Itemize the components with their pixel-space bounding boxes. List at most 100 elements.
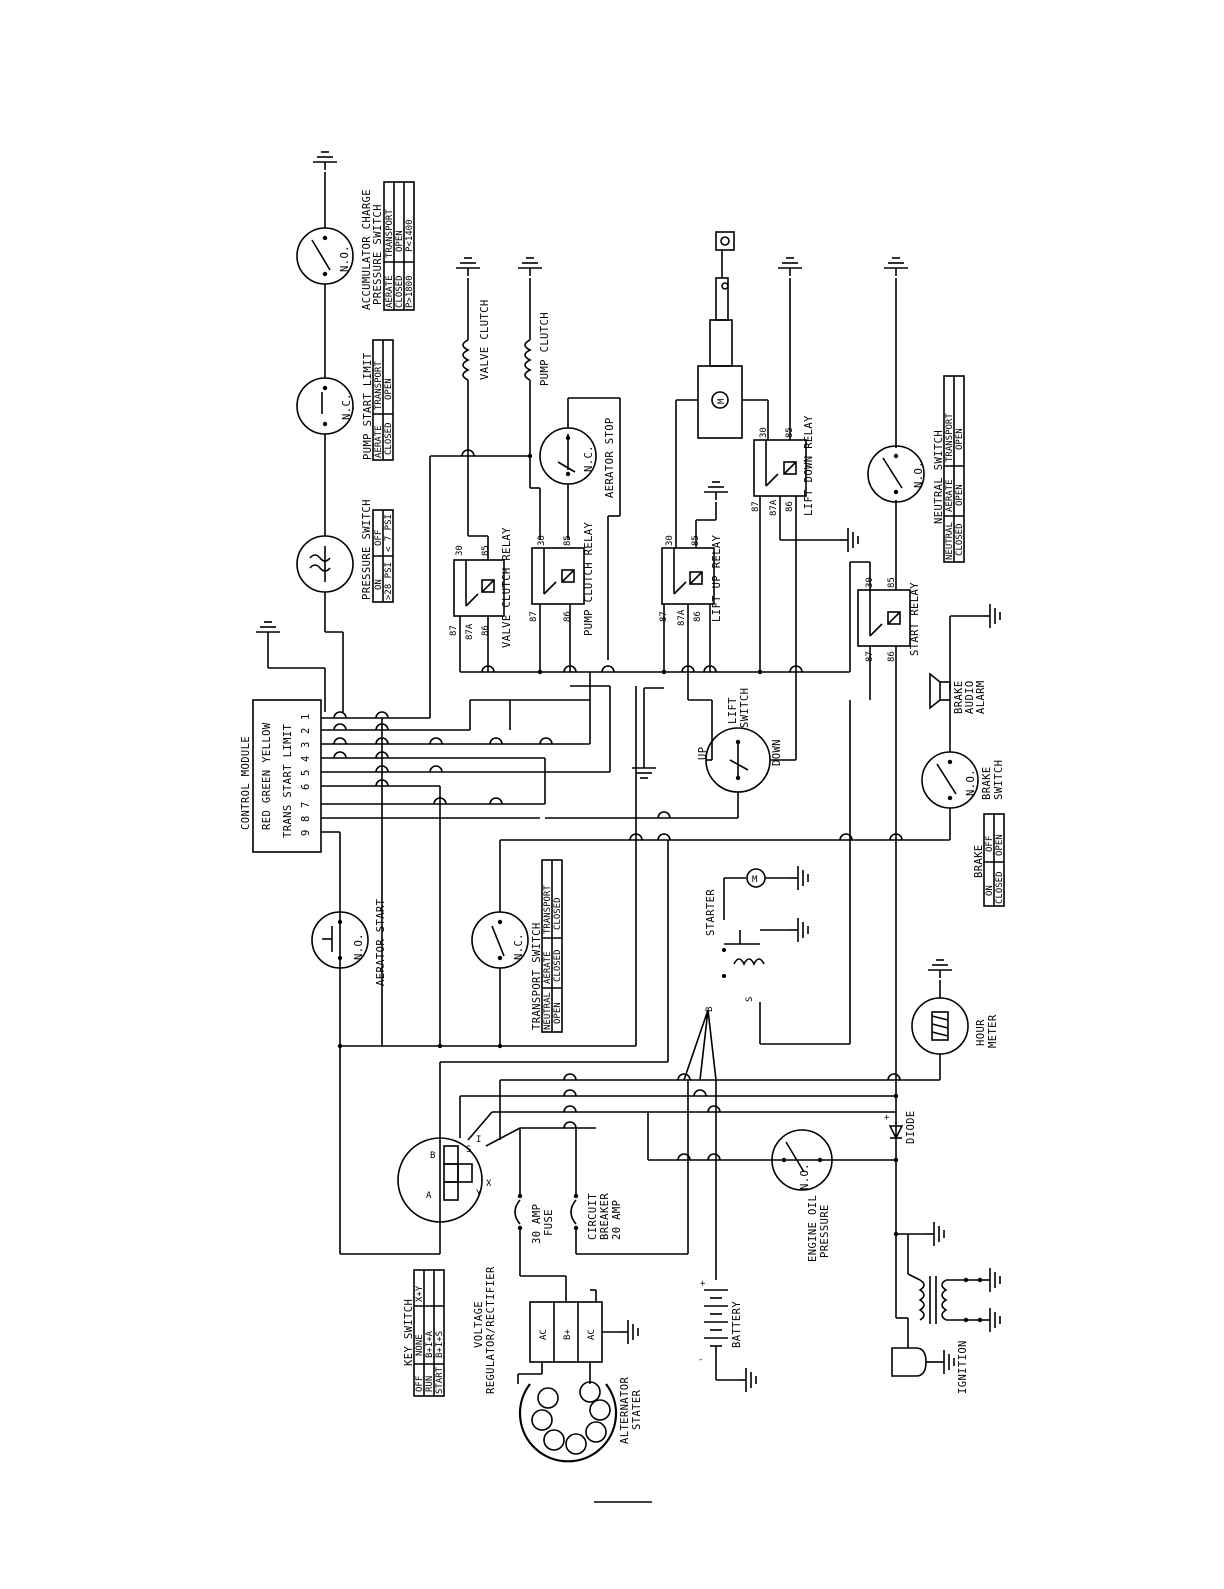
neutral-switch: N.O. [867,445,925,503]
svg-text:OFF: OFF [374,530,384,546]
starter: M B S [705,865,809,1012]
svg-text:NONE: NONE [415,1334,425,1356]
svg-text:+: + [700,1279,706,1289]
pin-9: 9 [300,829,312,836]
svg-text:ON: ON [374,579,384,590]
svg-text:OPEN: OPEN [384,378,394,400]
aerator-stop-state: N.C. [583,445,595,472]
svg-text:87: 87 [449,625,459,636]
svg-text:OPEN: OPEN [995,834,1005,856]
svg-text:86: 86 [785,501,795,512]
valve-clutch-relay: 30 85 87 87A 86 [449,545,505,640]
svg-text:AC: AC [539,1329,549,1340]
svg-text:20 AMP: 20 AMP [611,1200,623,1240]
pin-3: 3 [300,741,312,748]
pump-clutch-relay-label: PUMP CLUTCH RELAY [583,521,595,636]
svg-text:86: 86 [563,611,573,622]
svg-text:CLOSED: CLOSED [553,949,563,982]
battery: + - [698,1279,728,1365]
svg-text:TRANSPORT: TRANSPORT [374,361,384,410]
svg-text:SWITCH: SWITCH [993,760,1005,800]
lift-switch-up: UP [697,747,709,760]
pump-clutch-label: PUMP CLUTCH [539,312,551,386]
aerator-stop-switch: N.C. [539,427,597,485]
svg-text:A: A [426,1191,432,1201]
svg-text:ALTERNATOR: ALTERNATOR [619,1377,631,1444]
svg-text:Y: Y [476,1189,482,1199]
accumulator-switch: N.O. [296,227,354,285]
svg-text:86: 86 [481,625,491,636]
engine-oil-state: N.O. [799,1163,811,1190]
svg-text:M: M [717,398,727,404]
svg-text:X: X [486,1179,492,1189]
pump-start-limit-label: PUMP START LIMIT [362,352,374,460]
pin-8: 8 [300,815,312,822]
svg-text:CLOSED: CLOSED [384,422,394,455]
accumulator-label-1: ACCUMULATOR CHARGE [361,189,373,310]
lift-up-relay: 30 85 87 87A 86 [659,535,715,626]
diode-label: DIODE [905,1110,917,1144]
pressure-switch-table: ON OFF >28 PSI < 7 PSI [372,509,394,603]
svg-text:87A: 87A [465,623,475,640]
valve-clutch-coil [462,339,470,381]
key-switch: B A S I Y X [397,1135,492,1223]
pin-1: 1 [300,713,312,720]
transport-switch-label: TRANSPORT SWITCH [531,922,543,1030]
circuit-breaker [570,1193,579,1231]
aerator-start-switch: N.O. [311,911,369,969]
svg-text:I: I [476,1135,481,1145]
svg-text:86: 86 [887,651,897,662]
svg-text:AERATE: AERATE [385,275,395,308]
svg-text:87A: 87A [677,609,687,626]
module-pin-wires [321,711,610,833]
diode: + [884,1112,904,1160]
pump-start-limit-state: N.C. [341,393,353,420]
brake-table: BRAKE ON OFF CLOSED OPEN [973,813,1005,907]
fuse-30-amp [514,1193,523,1231]
accumulator-label-2: PRESSURE SWITCH [372,204,384,305]
svg-text:M: M [752,875,758,885]
svg-text:< 7 PSI: < 7 PSI [384,514,394,552]
accumulator-switch-ground [312,151,338,171]
svg-text:KEY SWITCH: KEY SWITCH [403,1299,415,1366]
lift-switch-down: DOWN [771,739,783,766]
svg-text:+: + [884,1113,890,1123]
key-switch-table: KEY SWITCH OFF NONE X+Y RUN B+I+A START … [403,1269,445,1397]
pressure-switch-label: PRESSURE SWITCH [361,499,373,600]
svg-text:PRESSURE: PRESSURE [819,1204,831,1258]
lift-actuator-motor: M [697,231,743,439]
accumulator-state: N.O. [339,245,351,272]
pin-5: 5 [300,769,312,776]
svg-text:30: 30 [537,535,547,546]
svg-text:85: 85 [563,535,573,546]
svg-text:B+I+S: B+I+S [435,1331,445,1358]
svg-text:OPEN: OPEN [955,428,965,450]
svg-text:85: 85 [481,545,491,556]
svg-text:B: B [430,1151,435,1161]
lift-switch-label-1: LIFT [727,697,739,724]
lift-switch [705,727,771,793]
pump-start-limit-switch: N.C. [296,377,354,435]
svg-text:ON: ON [985,885,995,896]
svg-text:FUSE: FUSE [543,1209,555,1236]
svg-text:P<1400: P<1400 [405,219,415,252]
lift-down-relay-label: LIFT DOWN RELAY [803,415,815,516]
transport-switch-table: NEUTRAL AERATE TRANSPORT OPEN CLOSED CLO… [541,859,563,1033]
pin-4: 4 [300,755,312,762]
svg-text:CLOSED: CLOSED [995,871,1005,904]
pump-start-limit-table: AERATE TRANSPORT CLOSED OPEN [372,339,394,461]
svg-text:S: S [745,997,755,1002]
svg-text:85: 85 [887,577,897,588]
svg-text:-: - [698,1355,703,1365]
transport-state: N.C. [513,933,525,960]
svg-text:REGULATOR/RECTIFIER: REGULATOR/RECTIFIER [485,1266,497,1394]
engine-oil-switch: N.O. [771,1129,833,1191]
pin-6: 6 [300,783,312,790]
svg-text:AERATE: AERATE [543,951,553,984]
svg-text:ENGINE OIL: ENGINE OIL [807,1195,819,1262]
svg-text:>28 PSI: >28 PSI [384,562,394,600]
svg-text:OPEN: OPEN [955,484,965,506]
svg-text:HOUR: HOUR [975,1019,987,1046]
svg-text:ALARM: ALARM [975,680,987,714]
svg-text:BREAKER: BREAKER [599,1193,611,1240]
